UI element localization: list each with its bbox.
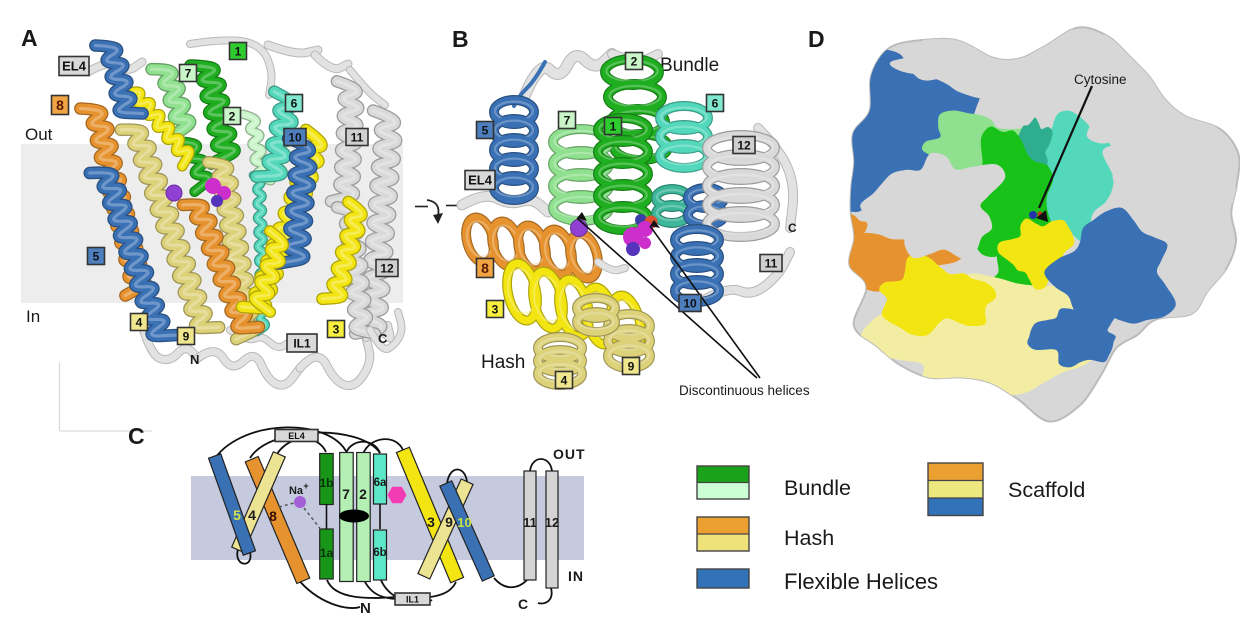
svg-text:Discontinuous helices: Discontinuous helices	[679, 383, 810, 398]
svg-text:C: C	[788, 221, 797, 235]
svg-text:7: 7	[185, 66, 192, 80]
svg-text:2: 2	[229, 109, 236, 123]
svg-text:9: 9	[628, 359, 635, 373]
svg-text:10: 10	[288, 130, 302, 144]
svg-text:C: C	[378, 331, 388, 346]
svg-text:6: 6	[712, 96, 719, 110]
svg-text:Hash: Hash	[784, 526, 834, 550]
svg-text:8: 8	[56, 97, 64, 113]
svg-text:4: 4	[136, 315, 143, 329]
svg-text:11: 11	[351, 130, 364, 144]
svg-text:7: 7	[564, 113, 571, 127]
svg-text:6: 6	[291, 96, 298, 110]
svg-text:1: 1	[235, 44, 242, 58]
svg-text:EL4: EL4	[468, 173, 493, 188]
svg-text:3: 3	[492, 302, 499, 316]
svg-text:8: 8	[269, 508, 277, 524]
svg-text:5: 5	[482, 123, 489, 137]
svg-text:5: 5	[93, 249, 100, 263]
svg-text:2: 2	[359, 486, 367, 502]
svg-text:7: 7	[342, 486, 350, 502]
svg-text:EL4: EL4	[62, 59, 87, 74]
svg-text:C: C	[128, 423, 145, 449]
svg-text:2: 2	[631, 54, 638, 68]
svg-text:9: 9	[445, 514, 453, 530]
svg-text:B: B	[452, 26, 469, 52]
svg-text:Cytosine: Cytosine	[1074, 72, 1127, 87]
svg-text:Na: Na	[289, 485, 304, 497]
svg-text:8: 8	[481, 260, 489, 276]
svg-text:12: 12	[380, 261, 394, 275]
svg-text:3: 3	[427, 514, 435, 530]
svg-text:10: 10	[457, 515, 471, 530]
svg-text:Scaffold: Scaffold	[1008, 478, 1085, 502]
svg-text:10: 10	[683, 296, 697, 310]
svg-text:In: In	[26, 307, 40, 326]
svg-text:EL4: EL4	[288, 431, 305, 441]
svg-text:C: C	[518, 596, 528, 612]
svg-text:Hash: Hash	[481, 352, 525, 373]
svg-text:IL1: IL1	[293, 336, 311, 350]
svg-text:1: 1	[610, 119, 617, 133]
svg-text:1a: 1a	[320, 546, 334, 560]
svg-text:6a: 6a	[374, 477, 387, 489]
svg-text:A: A	[21, 25, 38, 51]
svg-text:IN: IN	[568, 568, 584, 584]
svg-text:OUT: OUT	[553, 446, 586, 462]
svg-text:Out: Out	[25, 125, 53, 144]
svg-text:9: 9	[183, 329, 190, 343]
svg-text:11: 11	[523, 515, 537, 530]
svg-text:3: 3	[333, 322, 340, 336]
svg-text:12: 12	[545, 515, 559, 530]
svg-text:4: 4	[561, 373, 568, 387]
svg-text:5: 5	[233, 507, 241, 523]
svg-text:D: D	[808, 26, 825, 52]
svg-text:Bundle: Bundle	[784, 476, 851, 500]
svg-text:IL1: IL1	[406, 594, 419, 604]
svg-text:4: 4	[248, 507, 256, 523]
svg-text:1b: 1b	[319, 476, 333, 490]
svg-text:N: N	[360, 600, 371, 617]
svg-text:12: 12	[737, 138, 751, 152]
svg-text:N: N	[190, 352, 199, 367]
svg-text:Bundle: Bundle	[660, 55, 719, 76]
svg-text:6b: 6b	[373, 547, 386, 559]
svg-text:+: +	[303, 481, 308, 491]
svg-text:Flexible Helices: Flexible Helices	[784, 569, 938, 594]
svg-text:11: 11	[765, 256, 778, 270]
